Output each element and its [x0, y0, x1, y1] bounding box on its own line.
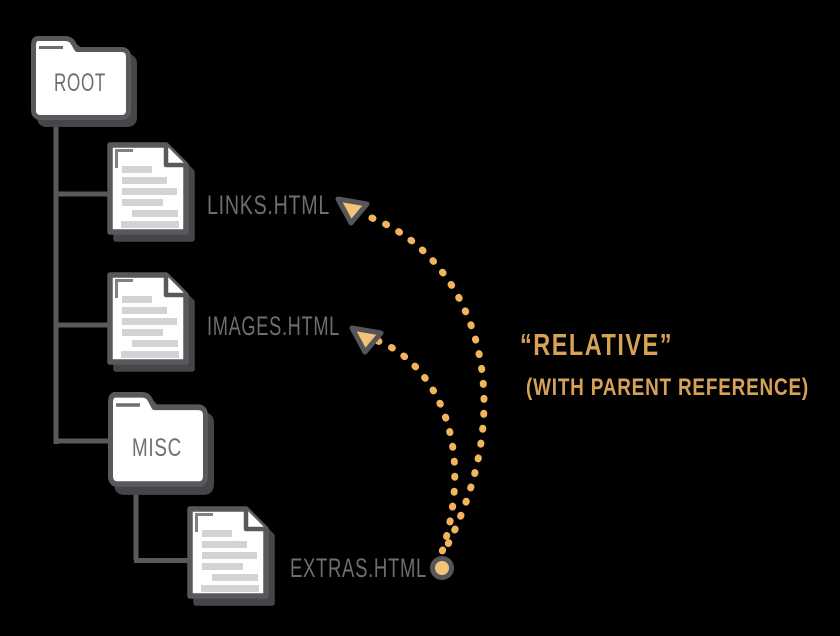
- path-origin-dot-icon: [430, 556, 454, 580]
- images-file-icon: [110, 275, 192, 369]
- relative-annotation-title: “RELATIVE”: [520, 327, 673, 362]
- extras-file-label: EXTRAS.HTML: [290, 553, 427, 583]
- arrowhead-images-icon: [352, 328, 381, 352]
- misc-folder-label: MISC: [132, 434, 182, 462]
- arrowhead-links-icon: [338, 199, 367, 223]
- root-folder-label: ROOT: [54, 69, 106, 97]
- links-file-label: LINKS.HTML: [207, 190, 330, 220]
- links-file-icon: [110, 145, 192, 239]
- relative-annotation-subtitle: (WITH PARENT REFERENCE): [526, 374, 809, 401]
- extras-file-icon: [190, 509, 272, 603]
- images-file-label: IMAGES.HTML: [207, 311, 340, 341]
- relative-path-curve-to-images: [374, 337, 459, 556]
- tree-connector-lines: [53, 116, 192, 563]
- relative-path-curve-to-links: [368, 214, 488, 556]
